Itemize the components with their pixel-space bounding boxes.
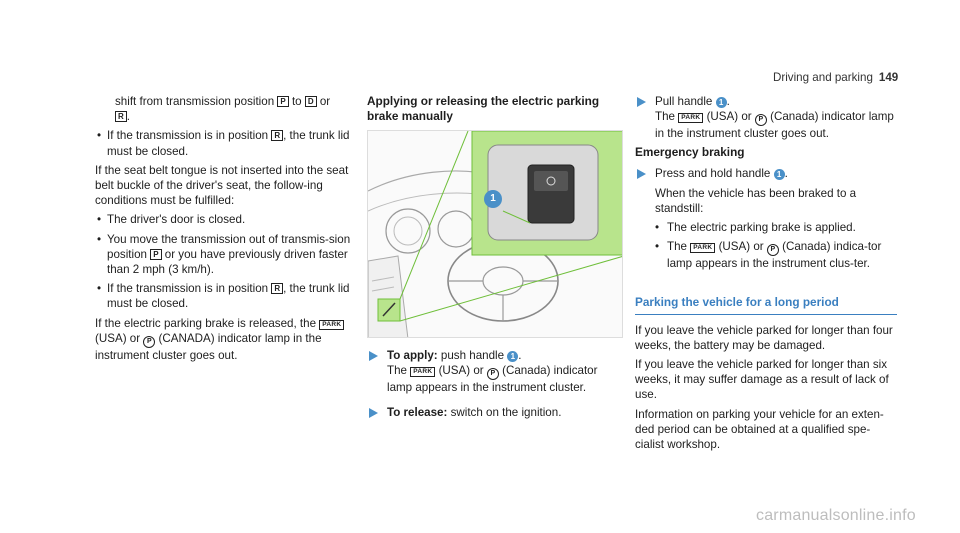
paragraph: Information on parking your vehicle for … xyxy=(635,407,884,452)
park-indicator-icon: PARK xyxy=(678,113,704,124)
instruction-step: To release: switch on the ignition. xyxy=(367,405,623,420)
instruction-step: Pull handle 1. The PARK (USA) or P (Cana… xyxy=(635,94,897,141)
paragraph: When the vehicle has been braked to a st… xyxy=(655,186,857,215)
callout-number: 1 xyxy=(773,169,785,181)
parking-brake-indicator-icon: P xyxy=(766,244,779,257)
paragraph: If the seat belt tongue is not inserted … xyxy=(95,163,349,208)
running-head: Driving and parking 149 xyxy=(773,70,933,85)
park-indicator-icon: PARK xyxy=(410,367,436,378)
gear-r-symbol: R xyxy=(271,283,284,295)
paragraph: If you leave the vehicle parked for long… xyxy=(635,323,893,352)
park-indicator-icon: PARK xyxy=(690,243,716,254)
watermark: carmanualsonline.info xyxy=(756,507,916,524)
paragraph: If you leave the vehicle parked for long… xyxy=(635,358,889,402)
gear-r-symbol: R xyxy=(115,111,127,123)
list-item: If the transmission is in position R, th… xyxy=(95,128,351,158)
step-arrow-icon xyxy=(637,169,646,180)
instruction-step: To apply: push handle 1. The PARK (USA) … xyxy=(367,348,623,395)
list-item: You move the transmission out of transmi… xyxy=(95,232,351,278)
callout-number: 1 xyxy=(507,351,519,362)
column-3: Pull handle 1. The PARK (USA) or P (Cana… xyxy=(635,94,897,456)
cockpit-illustration: 1 xyxy=(367,130,623,338)
list-item: The electric parking brake is applied. xyxy=(635,220,897,235)
column-1: shift from transmission position P to D … xyxy=(95,94,351,367)
parking-brake-indicator-icon: P xyxy=(143,335,156,348)
gear-p-symbol: P xyxy=(277,96,289,107)
list-item: The driver's door is closed. xyxy=(95,212,351,227)
parking-brake-indicator-icon: P xyxy=(486,368,499,381)
callout-number: 1 xyxy=(490,193,496,204)
list-item: The PARK (USA) or P (Canada) indica-tor … xyxy=(635,239,897,271)
gear-p-symbol: P xyxy=(150,248,162,260)
list-item: If the transmission is in position R, th… xyxy=(95,281,351,311)
subheading: Emergency braking xyxy=(635,145,745,160)
step-arrow-icon xyxy=(369,351,378,361)
step-arrow-icon xyxy=(369,408,378,419)
section-heading: Parking the vehicle for a long period xyxy=(635,295,897,315)
instruction-step: Press and hold handle 1. xyxy=(635,166,897,181)
gear-d-symbol: D xyxy=(304,96,317,107)
running-head-title: Driving and parking xyxy=(773,71,873,84)
section-heading: Applying or releasing the electric parki… xyxy=(367,94,600,123)
step-arrow-icon xyxy=(637,97,646,107)
park-indicator-icon: PARK xyxy=(319,319,345,330)
paragraph: If the electric parking brake is release… xyxy=(95,316,351,363)
gear-r-symbol: R xyxy=(271,130,284,142)
page-number: 149 xyxy=(878,71,899,84)
column-2: Applying or releasing the electric parki… xyxy=(367,94,623,425)
parking-brake-indicator-icon: P xyxy=(754,114,767,127)
cockpit-illustration-svg xyxy=(368,131,622,337)
lead-text: shift from transmission position P to D … xyxy=(115,95,331,124)
callout-number: 1 xyxy=(715,97,727,108)
